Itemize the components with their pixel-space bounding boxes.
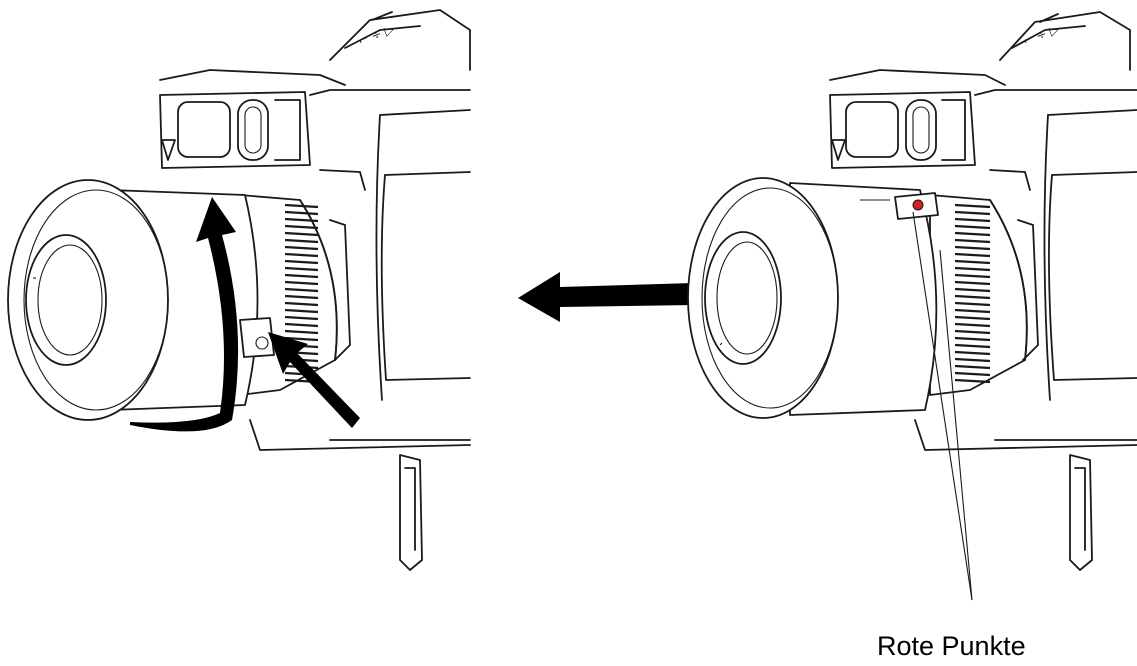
red-dot-marker <box>912 199 924 211</box>
focus-ring-ridges <box>954 203 991 384</box>
right-camera-illustration: ⌐ ÷ ▷ <box>687 11 1137 601</box>
svg-text:⌐ ÷ ▷: ⌐ ÷ ▷ <box>1021 22 1061 48</box>
remove-lens-arrow <box>518 272 694 322</box>
rotation-arrow <box>130 197 239 432</box>
left-camera-illustration: ⌐ ÷ ▷ <box>7 9 471 571</box>
press-button-arrow <box>268 332 360 428</box>
callout-lines <box>912 211 973 601</box>
svg-text:⌐ ÷ ▷: ⌐ ÷ ▷ <box>356 22 396 48</box>
red-dots-callout-label: Rote Punkte <box>877 631 1026 661</box>
